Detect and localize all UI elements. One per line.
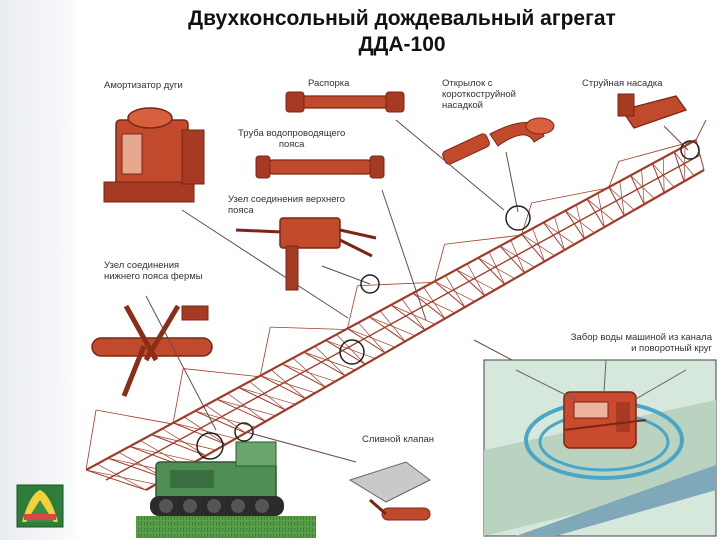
truss-boom — [86, 119, 707, 491]
label-spacer: Распорка — [308, 78, 350, 89]
label-water-intake: Забор воды машиной из канала и поворотны… — [570, 332, 712, 354]
diagram-drawing — [86, 91, 717, 538]
label-upper-pipe: Труба водопроводящего пояса — [238, 128, 346, 150]
label-drain-valve: Сливной клапан — [362, 434, 434, 445]
label-wing: Открылок с короткоструйной насадкой — [442, 78, 516, 111]
upper-joint-part — [235, 217, 377, 291]
label-jet-nozzle: Струйная насадка — [582, 78, 663, 89]
label-shock-absorber: Амортизатор дуги — [104, 80, 183, 91]
wing-nozzle-part — [442, 117, 555, 165]
detail-circles — [196, 140, 700, 460]
label-lower-joint: Узел соединения нижнего пояса фермы — [104, 260, 203, 282]
spacer-part — [285, 91, 405, 113]
water-intake-inset — [483, 359, 717, 537]
slide-side-panel — [0, 0, 84, 540]
jet-nozzle-part — [617, 93, 688, 129]
label-upper-joint: Узел соединения верхнего пояса — [228, 194, 346, 216]
title-line-2: ДДА-100 — [358, 33, 446, 56]
university-logo-icon — [16, 484, 64, 528]
tractor — [136, 441, 316, 538]
title-line-1: Двухконсольный дождевальный агрегат — [188, 7, 616, 30]
drain-valve-part — [348, 461, 431, 521]
lower-joint-part — [91, 304, 213, 397]
slide-title: Двухконсольный дождевальный агрегат ДДА-… — [84, 6, 720, 58]
diagram: Амортизатор дуги Распорка Открылок с кор… — [86, 70, 718, 538]
shock-absorber-part — [103, 107, 205, 203]
upper-belt-pipe-part — [255, 155, 385, 179]
